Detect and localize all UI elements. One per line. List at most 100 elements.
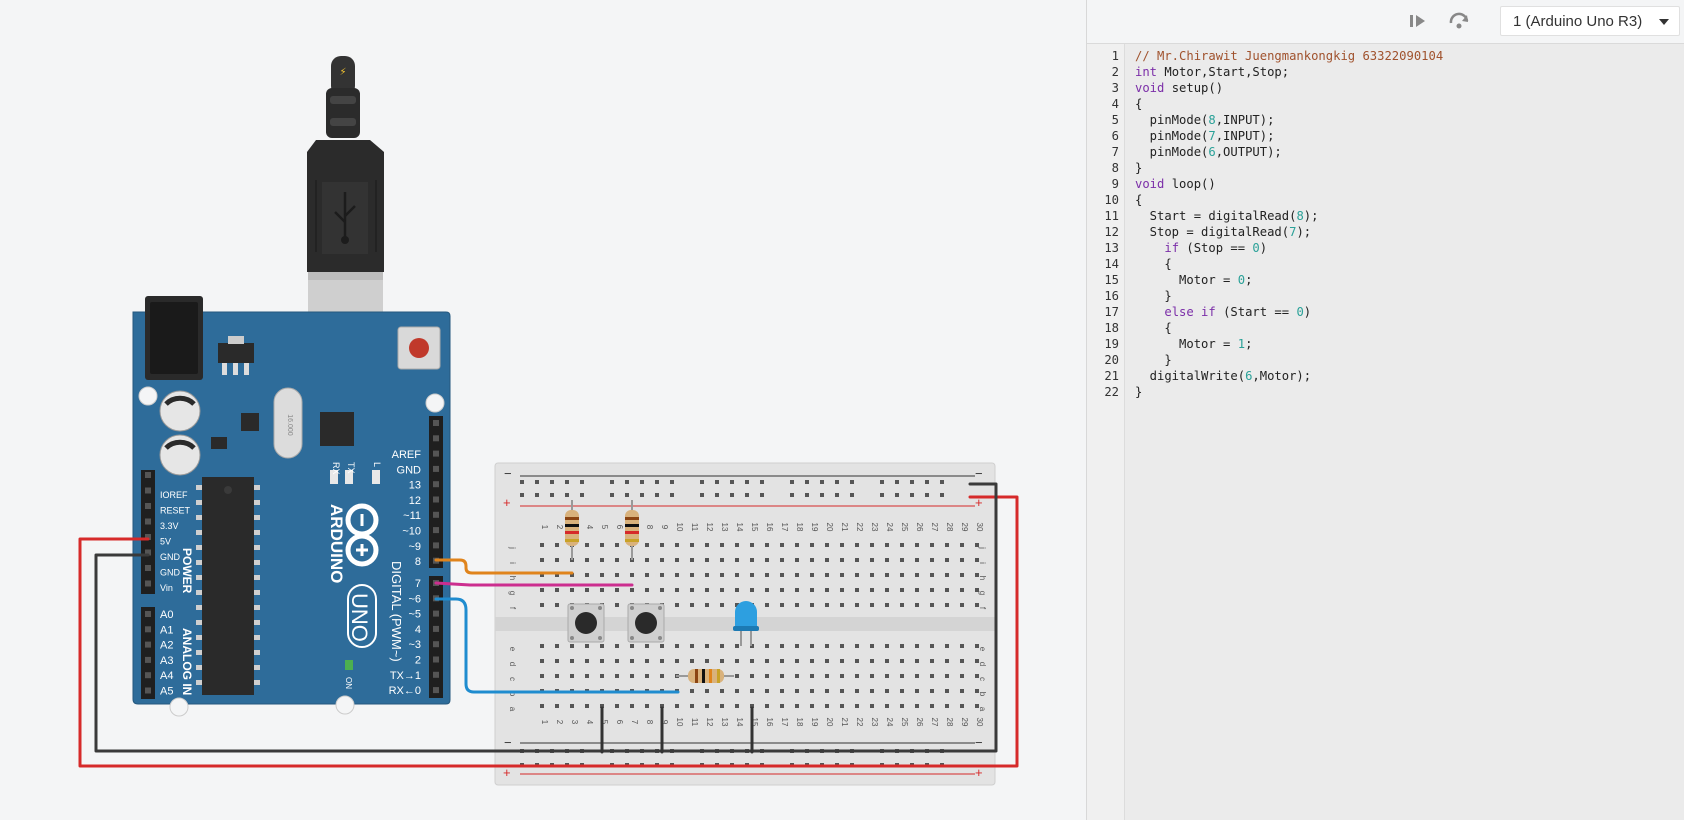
breadboard-hole[interactable] (570, 573, 574, 577)
code-line[interactable]: 8} (1087, 160, 1684, 176)
breadboard-hole[interactable] (765, 588, 769, 592)
breadboard-hole[interactable] (700, 480, 704, 484)
breadboard-hole[interactable] (840, 644, 844, 648)
breadboard-hole[interactable] (630, 573, 634, 577)
breadboard-hole[interactable] (960, 603, 964, 607)
breadboard-hole[interactable] (630, 674, 634, 678)
breadboard-hole[interactable] (930, 704, 934, 708)
breadboard-hole[interactable] (555, 573, 559, 577)
breadboard-hole[interactable] (745, 493, 749, 497)
breadboard-hole[interactable] (915, 543, 919, 547)
breadboard-hole[interactable] (690, 543, 694, 547)
breadboard-hole[interactable] (880, 493, 884, 497)
breadboard-hole[interactable] (550, 480, 554, 484)
breadboard-hole[interactable] (975, 588, 979, 592)
breadboard-hole[interactable] (910, 480, 914, 484)
breadboard-hole[interactable] (930, 588, 934, 592)
code-line[interactable]: 1// Mr.Chirawit Juengmankongkig 63322090… (1087, 48, 1684, 64)
breadboard-hole[interactable] (900, 704, 904, 708)
breadboard-hole[interactable] (670, 480, 674, 484)
breadboard-hole[interactable] (795, 573, 799, 577)
breadboard-hole[interactable] (780, 603, 784, 607)
breadboard-hole[interactable] (715, 493, 719, 497)
breadboard-hole[interactable] (840, 558, 844, 562)
breadboard-hole[interactable] (690, 689, 694, 693)
breadboard-hole[interactable] (810, 674, 814, 678)
breadboard-hole[interactable] (630, 588, 634, 592)
code-line[interactable]: 14 { (1087, 256, 1684, 272)
header-pin[interactable] (433, 641, 439, 648)
breadboard-hole[interactable] (960, 543, 964, 547)
breadboard-hole[interactable] (915, 603, 919, 607)
breadboard-hole[interactable] (655, 493, 659, 497)
breadboard-hole[interactable] (720, 644, 724, 648)
breadboard-hole[interactable] (735, 704, 739, 708)
header-pin[interactable] (433, 481, 439, 488)
breadboard-hole[interactable] (540, 644, 544, 648)
breadboard-hole[interactable] (750, 689, 754, 693)
breadboard-hole[interactable] (930, 543, 934, 547)
breadboard-hole[interactable] (810, 588, 814, 592)
breadboard-hole[interactable] (915, 674, 919, 678)
breadboard-hole[interactable] (585, 674, 589, 678)
breadboard-hole[interactable] (975, 659, 979, 663)
breadboard-hole[interactable] (580, 480, 584, 484)
breadboard-hole[interactable] (975, 704, 979, 708)
breadboard-hole[interactable] (835, 493, 839, 497)
breadboard-hole[interactable] (915, 689, 919, 693)
breadboard-hole[interactable] (915, 704, 919, 708)
breadboard-hole[interactable] (895, 493, 899, 497)
breadboard-hole[interactable] (945, 588, 949, 592)
breadboard-hole[interactable] (960, 689, 964, 693)
breadboard-hole[interactable] (580, 493, 584, 497)
breadboard-hole[interactable] (600, 644, 604, 648)
breadboard-hole[interactable] (780, 588, 784, 592)
breadboard-hole[interactable] (945, 674, 949, 678)
breadboard-hole[interactable] (705, 603, 709, 607)
breadboard-hole[interactable] (570, 704, 574, 708)
header-pin[interactable] (433, 420, 439, 426)
breadboard-hole[interactable] (795, 603, 799, 607)
breadboard-hole[interactable] (975, 603, 979, 607)
breadboard-hole[interactable] (535, 493, 539, 497)
breadboard-hole[interactable] (820, 480, 824, 484)
breadboard-hole[interactable] (645, 644, 649, 648)
breadboard-hole[interactable] (600, 704, 604, 708)
breadboard-hole[interactable] (660, 659, 664, 663)
breadboard-hole[interactable] (780, 689, 784, 693)
breadboard-hole[interactable] (855, 558, 859, 562)
breadboard-hole[interactable] (900, 659, 904, 663)
breadboard-hole[interactable] (825, 659, 829, 663)
breadboard-hole[interactable] (705, 543, 709, 547)
breadboard-hole[interactable] (825, 588, 829, 592)
breadboard-hole[interactable] (555, 674, 559, 678)
breadboard-hole[interactable] (960, 659, 964, 663)
breadboard-hole[interactable] (540, 674, 544, 678)
wire-pin7-magenta[interactable] (434, 581, 634, 587)
breadboard-hole[interactable] (615, 644, 619, 648)
breadboard-hole[interactable] (750, 659, 754, 663)
breadboard-hole[interactable] (945, 659, 949, 663)
breadboard-hole[interactable] (705, 704, 709, 708)
breadboard-hole[interactable] (600, 573, 604, 577)
breadboard-hole[interactable] (855, 674, 859, 678)
breadboard-hole[interactable] (625, 480, 629, 484)
breadboard-hole[interactable] (565, 493, 569, 497)
breadboard-hole[interactable] (790, 493, 794, 497)
breadboard-hole[interactable] (885, 674, 889, 678)
breadboard-hole[interactable] (900, 573, 904, 577)
breadboard-hole[interactable] (880, 480, 884, 484)
breadboard-hole[interactable] (570, 659, 574, 663)
breadboard-hole[interactable] (855, 704, 859, 708)
breadboard-hole[interactable] (870, 674, 874, 678)
header-pin[interactable] (145, 656, 151, 663)
breadboard-hole[interactable] (745, 480, 749, 484)
breadboard-hole[interactable] (585, 558, 589, 562)
breadboard-hole[interactable] (885, 659, 889, 663)
code-line[interactable]: 10{ (1087, 192, 1684, 208)
breadboard-hole[interactable] (720, 603, 724, 607)
breadboard-hole[interactable] (885, 603, 889, 607)
breadboard-hole[interactable] (615, 558, 619, 562)
breadboard-hole[interactable] (705, 588, 709, 592)
breadboard-hole[interactable] (805, 480, 809, 484)
